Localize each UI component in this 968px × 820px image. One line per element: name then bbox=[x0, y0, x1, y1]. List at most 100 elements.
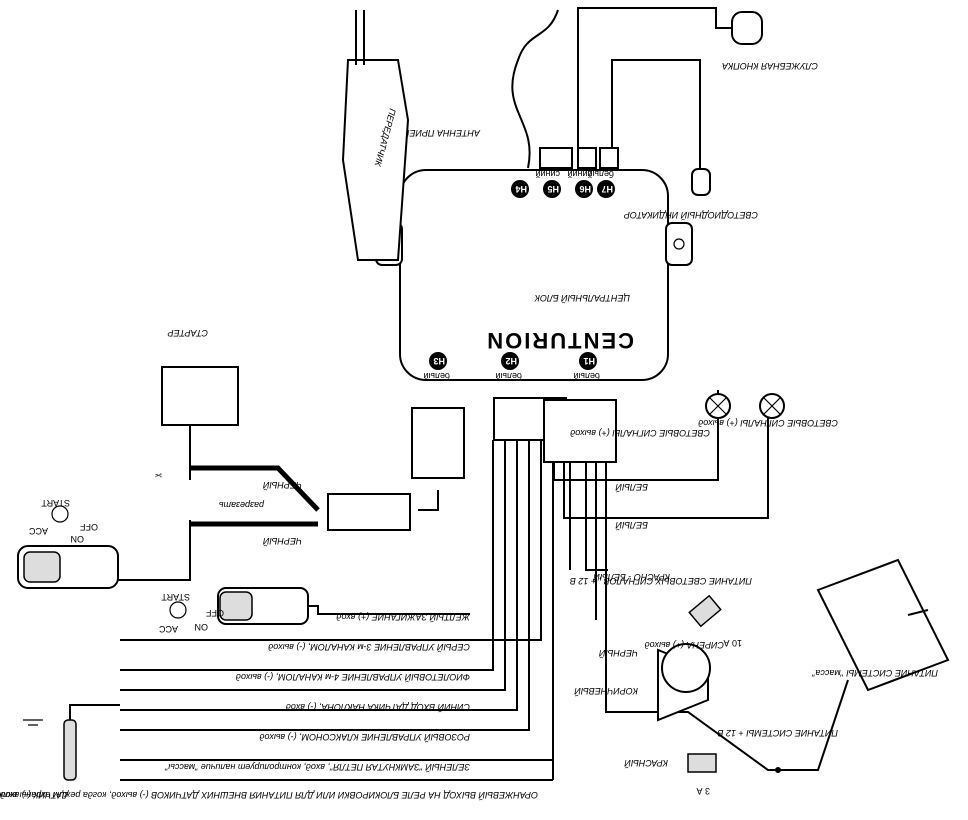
harness-plug-h1 bbox=[543, 399, 617, 463]
transmitter-wire bbox=[355, 10, 365, 65]
sensor-label: ДАТЧИК (-) вход bbox=[0, 790, 69, 800]
system-ground-label: ПИТАНИЕ СИСТЕМЫ "масса" bbox=[811, 668, 938, 678]
wire-blue: СИНИЙ ВХОД ДАТЧИКА НАКЛОНА, (-) вход bbox=[286, 702, 470, 713]
fuse-3a-label: 3 А bbox=[696, 786, 710, 796]
white-wire-2 bbox=[553, 390, 719, 481]
connector-h4-badge bbox=[511, 180, 529, 198]
wire-pink: РОЗОВЫЙ УПРАВЛЕНИЕ КЛАКСОНОМ, (-) выход bbox=[259, 732, 470, 743]
fuse-10a-label: 10 А bbox=[723, 638, 742, 648]
service-button-wire bbox=[577, 7, 732, 148]
connector-h2-id: H2 bbox=[505, 356, 517, 366]
ground-wire bbox=[907, 609, 929, 616]
wire-grey-function: УПРАВЛЕНИЕ 3-м КАНАЛОМ, (-) выход bbox=[268, 642, 435, 652]
central-unit-caption: ЦЕНТРАЛЬНЫЙ БЛОК bbox=[534, 293, 630, 304]
connector-h6: H6 синий bbox=[567, 169, 593, 198]
service-button: СЛУЖЕБНАЯ КНОПКА bbox=[577, 7, 818, 148]
wire-green: ЗЕЛЕНЫЙ "ЗАМКНУТАЯ ПЕТЛЯ", вход, контрол… bbox=[164, 762, 470, 773]
red-white-wire bbox=[585, 462, 608, 571]
wire-violet-function: УПРАВЛЕНИЕ 4-м КАНАЛОМ, (-) выход bbox=[236, 672, 403, 682]
service-button-label: СЛУЖЕБНАЯ КНОПКА bbox=[722, 61, 818, 71]
connector-h7-badge bbox=[597, 180, 615, 198]
plug-h6 bbox=[577, 147, 597, 169]
ignition-key-aux bbox=[219, 591, 253, 621]
brown-label: КОРИЧНЕВЫЙ bbox=[574, 686, 638, 697]
connector-h3-badge bbox=[429, 352, 447, 370]
connector-h7: H7 белый bbox=[587, 169, 615, 198]
starter-thick-wire-1 bbox=[190, 465, 320, 512]
connector-h5: H5 синий bbox=[535, 169, 561, 198]
harness-long-wires bbox=[120, 759, 553, 781]
ign-start-aux: START bbox=[161, 592, 190, 602]
sensor-wire bbox=[69, 704, 120, 720]
starter-label: СТАРТЕР bbox=[168, 328, 208, 338]
plug-h7 bbox=[599, 147, 619, 169]
mount-hole-left bbox=[673, 238, 685, 250]
wire-yellow: ЖЕЛТЫЙ ЗАЖИГАНИЕ (+) вход bbox=[336, 612, 471, 623]
connector-h1-badge bbox=[579, 352, 597, 370]
battery-body bbox=[816, 558, 950, 692]
ignition-key-main bbox=[23, 551, 61, 583]
harness-wires bbox=[120, 440, 554, 780]
connector-h1-color: белый bbox=[573, 371, 600, 381]
connector-h7-id: H7 bbox=[601, 184, 613, 194]
wire-violet-color: ФИОЛЕТОВЫЙ bbox=[404, 672, 470, 683]
wire-green-function: "ЗАМКНУТАЯ ПЕТЛЯ", вход, контролирует на… bbox=[164, 762, 423, 772]
ignition-dial-main bbox=[51, 505, 69, 523]
wire-yellow-function: ЗАЖИГАНИЕ (+) вход bbox=[336, 612, 427, 622]
transmitter-body bbox=[341, 59, 410, 261]
connector-h7-color: белый bbox=[587, 169, 614, 179]
starter-relay bbox=[327, 493, 411, 531]
starter-wire-vertical bbox=[118, 425, 191, 581]
white-label-1: БЕЛЫЙ bbox=[615, 482, 648, 493]
connector-h1-id: H1 bbox=[583, 356, 595, 366]
system-power-label: ПИТАНИЕ СИСТЕМЫ + 12 В bbox=[718, 728, 839, 738]
black-label-3: ЧЕРНЫЙ bbox=[598, 648, 638, 659]
led-wire bbox=[611, 59, 701, 169]
connector-h5-id: H5 bbox=[547, 184, 559, 194]
antenna-wire bbox=[511, 9, 559, 169]
fuse-3a bbox=[687, 753, 717, 773]
power-junction bbox=[775, 767, 781, 773]
white-wire-1 bbox=[563, 400, 769, 519]
scissors-icon: ✂ bbox=[154, 470, 162, 480]
ign-acc-main: ACC bbox=[28, 526, 48, 536]
wire-grey-color: СЕРЫЙ bbox=[437, 642, 470, 653]
wire-blue-function: ВХОД ДАТЧИКА НАКЛОНА, (-) вход bbox=[286, 702, 435, 712]
black-wire-1: ЧЕРНЫЙ bbox=[262, 480, 302, 491]
h1-harness: БЕЛЫЙ БЕЛЫЙ КРАСНО - БЕЛЫЙ ЧЕРНЫЙ КОРИЧН… bbox=[543, 390, 780, 771]
power-wire bbox=[778, 679, 849, 771]
mount-ear-left bbox=[665, 222, 693, 266]
light-outputs: СВЕТОВЫЕ СИГНАЛЫ (+) выход СВЕТОВЫЕ СИГН… bbox=[570, 393, 838, 438]
ign-off-aux: OFF bbox=[206, 608, 224, 618]
starter-relay-arrow bbox=[418, 490, 439, 511]
ign-off-main: OFF bbox=[80, 522, 98, 532]
antenna-label: АНТЕННА ПРИЕМНИКА bbox=[378, 128, 481, 138]
connector-h4-id: H4 bbox=[515, 184, 527, 194]
connector-h6-color: синий bbox=[567, 169, 592, 179]
service-button-body bbox=[731, 11, 763, 45]
fuse-plug-h3 bbox=[411, 407, 465, 479]
connector-h1: H1 белый bbox=[573, 352, 600, 381]
light-power-label: ПИТАНИЕ СВЕТОВЫХ СИГНАЛОВ , + 12 В bbox=[570, 576, 752, 586]
red-white-label: КРАСНО - БЕЛЫЙ bbox=[593, 572, 670, 583]
led-body bbox=[691, 168, 711, 196]
wire-orange: ОРАНЖЕВЫЙ ВЫХОД НА РЕЛЕ БЛОКИРОВКИ ИЛИ Д… bbox=[0, 790, 538, 801]
wire-grey: СЕРЫЙ УПРАВЛЕНИЕ 3-м КАНАЛОМ, (-) выход bbox=[268, 642, 470, 653]
wire-pink-color: РОЗОВЫЙ bbox=[424, 732, 470, 743]
black-wire-2: ЧЕРНЫЙ bbox=[262, 536, 302, 547]
starter-circuit: СТАРТЕР ЧЕРНЫЙ ЧЕРНЫЙ разрезать ✂ bbox=[118, 328, 465, 581]
central-unit-body bbox=[399, 169, 669, 381]
connector-h6-badge bbox=[575, 180, 593, 198]
fuses: 10 А 3 А ПИТАНИЕ СВЕТОВЫХ СИГНАЛОВ , + 1… bbox=[570, 576, 752, 796]
fuse-10a bbox=[688, 594, 722, 628]
connector-h6-id: H6 bbox=[579, 184, 591, 194]
wire-violet: ФИОЛЕТОВЫЙ УПРАВЛЕНИЕ 4-м КАНАЛОМ, (-) в… bbox=[236, 672, 470, 683]
ignition-switch-main: ACC OFF ON START bbox=[17, 498, 119, 589]
wire-orange-color: ОРАНЖЕВЫЙ bbox=[478, 790, 538, 801]
red-label: КРАСНЫЙ bbox=[624, 758, 668, 769]
siren: СИРЕНА (+) выход bbox=[645, 640, 724, 722]
connector-h5-badge bbox=[543, 180, 561, 198]
led-indicator: СВЕТОДИОДНЫЙ ИНДИКАТОР bbox=[611, 59, 758, 221]
